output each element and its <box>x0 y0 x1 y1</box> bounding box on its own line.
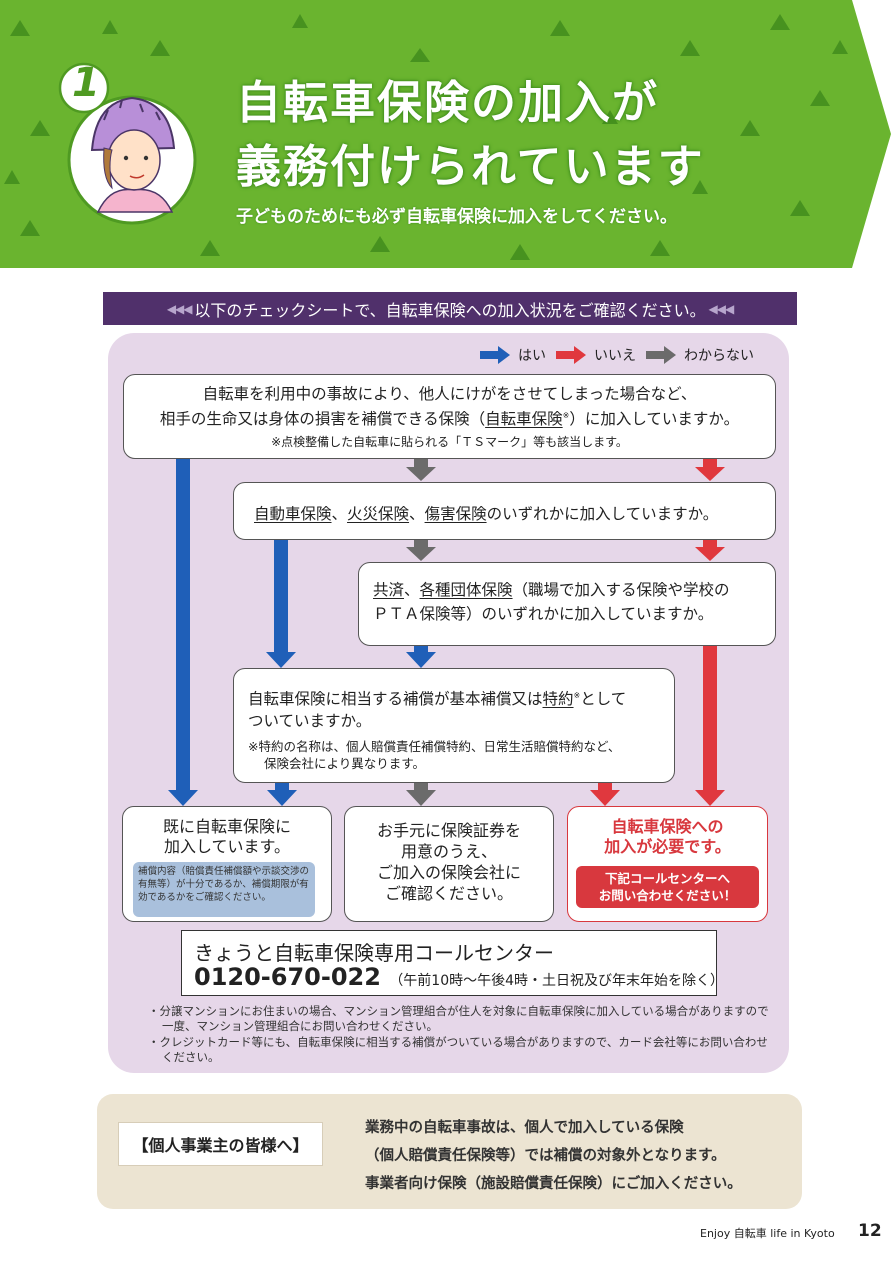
business-owner-text: 業務中の自転車事故は、個人で加入している保険 （個人賠償責任保険等）では補償の対… <box>365 1114 742 1198</box>
q1-line2-a: 相手の生命又は身体の損害を補償できる保険（ <box>159 410 486 429</box>
blue-arrow-icon <box>480 346 510 364</box>
question-1: 自転車を利用中の事故により、他人にけがをさせてしまった場合など、 相手の生命又は… <box>123 374 776 459</box>
result-check-policy: お手元に保険証券を 用意のうえ、 ご加入の保険会社に ご確認ください。 <box>344 806 554 922</box>
question-3: 共済、各種団体保険（職場で加入する保険や学校の ＰＴＡ保険等）のいずれかに加入し… <box>358 562 776 646</box>
q4-note: ※特約の名称は、個人賠償責任補償特約、日常生活賠償特約など、 保険会社により異な… <box>248 738 674 772</box>
r1-note: 補償内容（賠償責任補償額や示談交渉の有無等）が十分であるか、補償期限が有効である… <box>133 862 315 917</box>
q3-rest1: （職場で加入する保険や学校の <box>512 581 730 599</box>
q4-a: 自転車保険に相当する補償が基本補償又は <box>248 690 543 709</box>
r3-btn1: 下記コールセンターへ <box>604 871 730 886</box>
legend: はい いいえ わからない <box>478 342 762 368</box>
q4-sup: ※ <box>573 691 581 700</box>
r3-line2: 加入が必要です。 <box>604 837 731 856</box>
call-center-name: きょうと自転車保険専用コールセンター <box>194 941 554 965</box>
q3-line1: 共済、各種団体保険（職場で加入する保険や学校の <box>373 578 775 602</box>
r2-line4: ご確認ください。 <box>384 884 513 903</box>
legend-no: いいえ <box>594 348 636 364</box>
q2-car-insurance: 自動車保険 <box>254 505 332 523</box>
chevrons-left-icon: ◀◀◀ <box>166 301 195 316</box>
q4-note2: 保険会社により異なります。 <box>264 756 426 772</box>
gray-arrow-icon <box>646 346 676 364</box>
footer-text: Enjoy 自転車 life in Kyoto <box>700 1227 835 1240</box>
header-background <box>0 0 891 268</box>
q1-line2: 相手の生命又は身体の損害を補償できる保険（自転車保険※）に加入していますか。 <box>124 405 775 430</box>
legend-yes: はい <box>518 348 546 364</box>
note-1: ・分譲マンションにお住まいの場合、マンション管理組合が住人を対象に自転車保険に加… <box>148 1004 769 1033</box>
biz-line2: （個人賠償責任保険等）では補償の対象外となります。 <box>365 1148 726 1164</box>
section-number: 1 <box>72 60 100 106</box>
header-banner: 1 自転車保険の加入が 義務付けられています 子どものためにも必ず自転車保険に加… <box>0 0 891 268</box>
call-center-hours: （午前10時～午後4時・土日祝及び年末年始を除く） <box>389 973 725 989</box>
q2-fire-insurance: 火災保険 <box>347 505 410 523</box>
q4-note1: ※特約の名称は、個人賠償責任補償特約、日常生活賠償特約など、 <box>248 739 621 755</box>
q3-sep: 、 <box>404 581 420 599</box>
q3-mutual-aid: 共済 <box>373 581 405 599</box>
legend-unknown: わからない <box>684 348 754 364</box>
question-4: 自転車保険に相当する補償が基本補償又は特約※として ついていますか。 ※特約の名… <box>233 668 675 783</box>
r1-head: 既に自転車保険に 加入しています。 <box>123 817 331 857</box>
q1-line1: 自転車を利用中の事故により、他人にけがをさせてしまった場合など、 <box>202 385 697 403</box>
note-2: ・クレジットカード等にも、自転車保険に相当する補償がついている場合がありますので… <box>148 1035 768 1064</box>
r3-btn2: お問い合わせください！ <box>598 888 737 903</box>
q1-line2-b: ）に加入していますか。 <box>569 410 740 429</box>
q2-rest: のいずれかに加入していますか。 <box>486 505 719 523</box>
call-center-box: きょうと自転車保険専用コールセンター 0120-670-022 （午前10時～午… <box>181 930 724 996</box>
result-need-insurance: 自転車保険への 加入が必要です。 下記コールセンターへ お問い合わせください！ <box>567 806 768 922</box>
q3-line2: ＰＴＡ保険等）のいずれかに加入していますか。 <box>373 605 714 623</box>
title-line-2: 義務付けられています <box>236 140 705 193</box>
result-already-insured: 既に自転車保険に 加入しています。 補償内容（賠償責任補償額や示談交渉の有無等）… <box>122 806 332 922</box>
red-arrow-icon <box>556 346 586 364</box>
q4-rider: 特約 <box>542 690 574 709</box>
r2-line3: ご加入の保険会社に <box>376 863 521 882</box>
q2-sep1: 、 <box>331 505 348 523</box>
triangle-pattern <box>4 14 848 260</box>
header-subtitle: 子どものためにも必ず自転車保険に加入をしてください。 <box>236 207 677 227</box>
q4-line1: 自転車保険に相当する補償が基本補償又は特約※として <box>248 685 674 710</box>
q2-sep2: 、 <box>409 505 425 523</box>
call-center-prompt: 下記コールセンターへ お問い合わせください！ <box>576 866 759 908</box>
title-line-1: 自転車保険の加入が <box>236 76 660 129</box>
call-center-phone-line: 0120-670-022 （午前10時～午後4時・土日祝及び年末年始を除く） <box>194 963 724 991</box>
q3-group-insurance: 各種団体保険 <box>419 581 513 599</box>
r1-line2: 加入しています。 <box>164 837 290 856</box>
r3-line1: 自転車保険への <box>611 817 724 836</box>
q1-note: ※点検整備した自転車に貼られる「ＴＳマーク」等も該当します。 <box>271 435 628 450</box>
question-2: 自動車保険、火災保険、傷害保険のいずれかに加入していますか。 <box>233 482 776 540</box>
r1-line1: 既に自転車保険に <box>162 817 291 836</box>
check-sheet-bar: ◀◀◀ 以下のチェックシートで、自転車保険への加入状況をご確認ください。 ◀◀◀ <box>103 292 797 325</box>
page-number: 12 <box>858 1221 882 1241</box>
q4-b: として <box>580 690 627 709</box>
chevrons-right-icon: ◀◀◀ <box>705 301 735 316</box>
q1-sup: ※ <box>562 411 570 420</box>
business-owner-label: 【個人事業主の皆様へ】 <box>118 1122 323 1166</box>
helmet-character-icon <box>90 96 176 213</box>
biz-line1: 業務中の自転車事故は、個人で加入している保険 <box>365 1120 684 1136</box>
q1-bicycle-insurance: 自転車保険 <box>485 410 563 429</box>
biz-line3: 事業者向け保険（施設賠償責任保険）にご加入ください。 <box>365 1176 742 1192</box>
q4-line2: ついていますか。 <box>248 712 372 731</box>
r2-line1: お手元に保険証券を <box>376 821 521 840</box>
r2-line2: 用意のうえ、 <box>400 842 497 861</box>
notes: ・分譲マンションにお住まいの場合、マンション管理組合が住人を対象に自転車保険に加… <box>148 1004 778 1066</box>
q2-injury-insurance: 傷害保険 <box>424 505 487 523</box>
check-sheet-text: 以下のチェックシートで、自転車保険への加入状況をご確認ください。 <box>194 300 706 320</box>
call-center-phone[interactable]: 0120-670-022 <box>194 963 381 991</box>
